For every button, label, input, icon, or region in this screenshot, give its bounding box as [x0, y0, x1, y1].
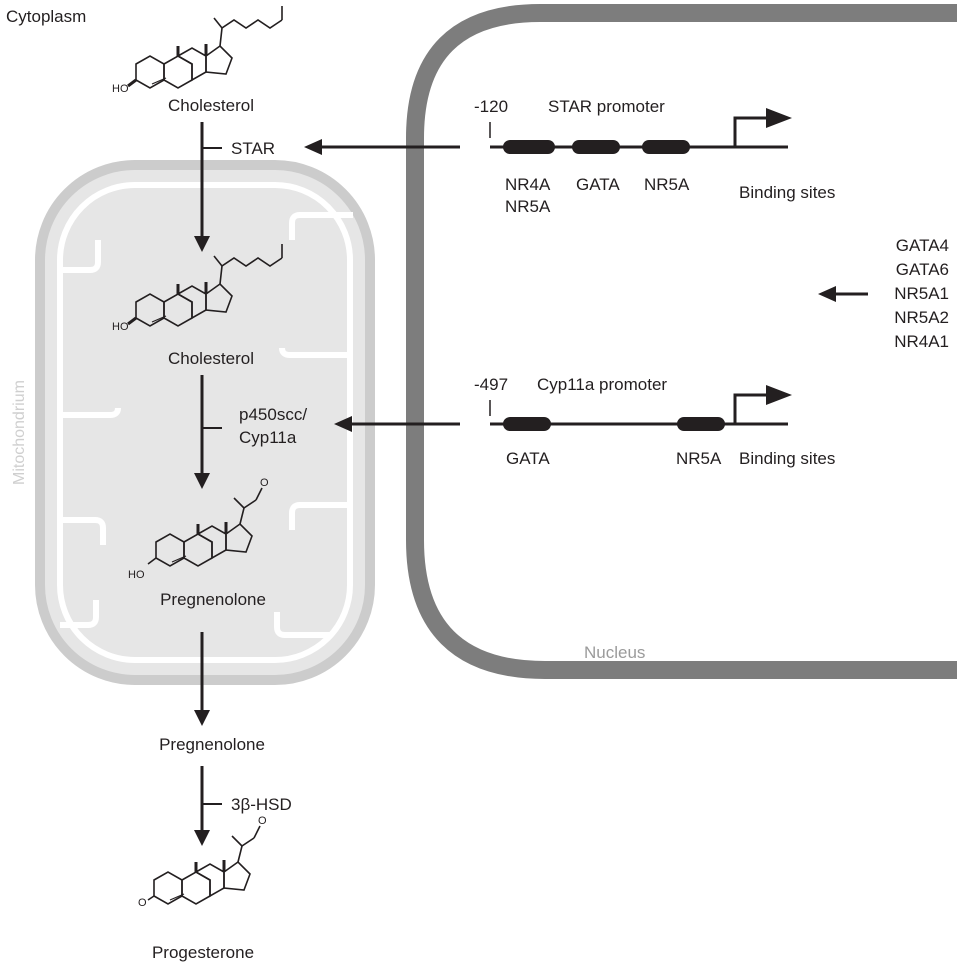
tf-nr4a1: NR4A1: [894, 332, 949, 351]
star-binding-sites-label: Binding sites: [739, 183, 835, 202]
mitochondrion-label: Mitochondrium: [11, 380, 28, 485]
cyp11a-site-label-gata: GATA: [506, 449, 550, 468]
cytoplasm-label: Cytoplasm: [6, 7, 86, 26]
progesterone-structure: O O: [138, 815, 267, 909]
hsd-label: 3β-HSD: [231, 795, 292, 814]
star-enzyme-label: STAR: [231, 139, 275, 158]
cyp11a-binding-sites-label: Binding sites: [739, 449, 835, 468]
hydroxyl-label: HO: [112, 321, 129, 333]
cholesterol-label-2: Cholesterol: [168, 349, 254, 368]
nucleus-membrane: [406, 4, 957, 679]
tf-arrowhead: [818, 286, 836, 302]
cyp11a-promoter-title: Cyp11a promoter: [537, 375, 667, 394]
star-promoter: -120 STAR promoter NR4A NR5A GATA NR5A B…: [474, 97, 835, 216]
oxygen-label: O: [258, 815, 267, 827]
star-site-label-nr5a-1: NR5A: [505, 197, 551, 216]
star-site-label-gata: GATA: [576, 175, 620, 194]
star-site-label-nr5a-2: NR5A: [644, 175, 690, 194]
cyp11a-promoter-position: -497: [474, 375, 508, 394]
nucleus-label: Nucleus: [584, 643, 645, 662]
cyp11a-site-2: [677, 417, 725, 431]
cyp11a-tss-arrow: [733, 393, 768, 424]
tf-gata6: GATA6: [896, 260, 949, 279]
progesterone-label: Progesterone: [152, 943, 254, 962]
cholesterol-label-1: Cholesterol: [168, 96, 254, 115]
cyp11a-promoter: -497 Cyp11a promoter GATA NR5A Binding s…: [474, 375, 835, 468]
star-site-label-nr4a: NR4A: [505, 175, 551, 194]
arrow-head-4: [194, 830, 210, 846]
pregnenolone-structure-1: O HO: [128, 477, 269, 581]
cholesterol-structure-2: HO: [112, 243, 283, 333]
star-promoter-position: -120: [474, 97, 508, 116]
star-tss-arrowhead: [766, 108, 792, 128]
tf-nr5a2: NR5A2: [894, 308, 949, 327]
pregnenolone-label-1: Pregnenolone: [160, 590, 266, 609]
star-tss-arrow: [733, 116, 768, 147]
pregnenolone-label-2: Pregnenolone: [159, 735, 265, 754]
star-promoter-title: STAR promoter: [548, 97, 665, 116]
cyp11a-label: Cyp11a: [239, 428, 297, 447]
star-site-1: [503, 140, 555, 154]
star-site-3: [642, 140, 690, 154]
hydroxyl-label: HO: [128, 569, 145, 581]
oxygen-label: O: [260, 477, 269, 489]
arrow-head-1: [194, 236, 210, 252]
hydroxyl-label: HO: [112, 83, 129, 95]
cyp11a-site-label-nr5a: NR5A: [676, 449, 722, 468]
star-site-2: [572, 140, 620, 154]
star-regulation-arrowhead: [304, 139, 322, 155]
tf-gata4: GATA4: [896, 236, 949, 255]
cyp11a-tss-arrowhead: [766, 385, 792, 405]
transcription-factor-list: GATA4 GATA6 NR5A1 NR5A2 NR4A1: [894, 236, 949, 351]
oxygen-label: O: [138, 897, 147, 909]
arrow-head-3: [194, 710, 210, 726]
cyp11a-regulation-arrowhead: [334, 416, 352, 432]
cyp11a-site-1: [503, 417, 551, 431]
arrow-head-2: [194, 473, 210, 489]
cholesterol-structure-1: HO: [112, 5, 283, 95]
tf-nr5a1: NR5A1: [894, 284, 949, 303]
p450scc-label: p450scc/: [239, 405, 307, 424]
